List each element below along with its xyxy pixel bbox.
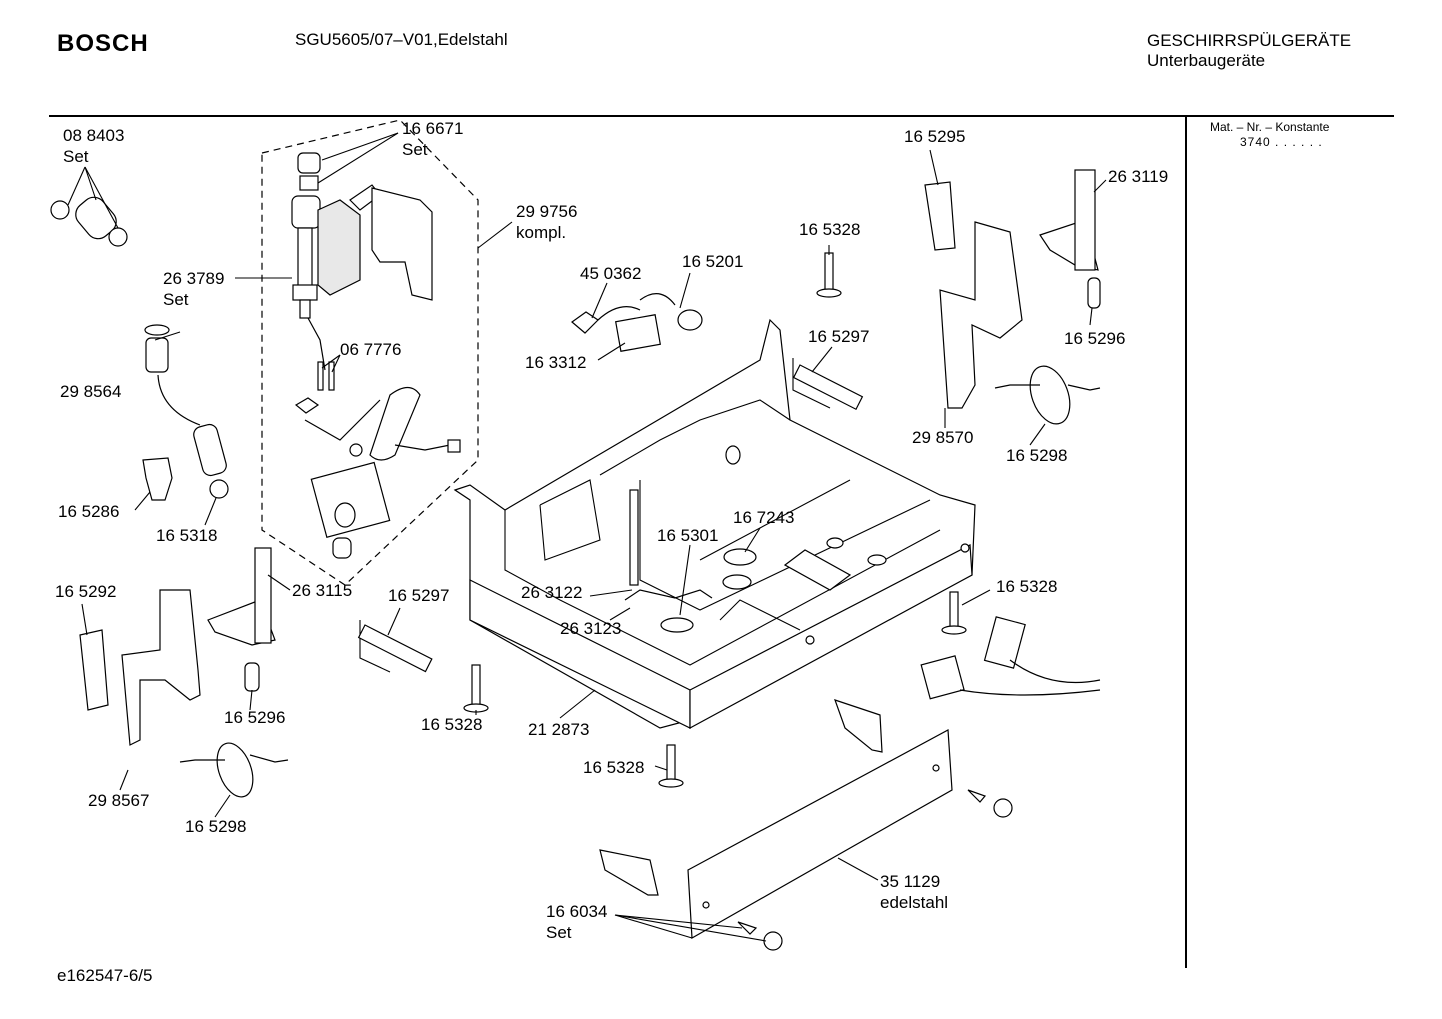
note-166034: Set xyxy=(546,923,572,942)
wire-harness-connectors xyxy=(920,616,1101,700)
label-166671: 16 6671 xyxy=(402,119,463,138)
sidebar-divider xyxy=(1185,116,1187,968)
model-title: SGU5605/07–V01,Edelstahl xyxy=(295,30,508,49)
label-165328-right: 16 5328 xyxy=(996,577,1057,596)
note-166671: Set xyxy=(402,140,428,159)
label-165328-left: 16 5328 xyxy=(421,715,482,734)
label-212873: 21 2873 xyxy=(528,720,589,739)
drawing-code: e162547-6/5 xyxy=(57,966,153,985)
label-165318: 16 5318 xyxy=(156,526,217,545)
note-263789: Set xyxy=(163,290,189,309)
label-167243: 16 7243 xyxy=(733,508,794,527)
note-299756: kompl. xyxy=(516,223,566,242)
base-tub xyxy=(453,318,976,730)
label-165292: 16 5292 xyxy=(55,582,116,601)
label-165297-right: 16 5297 xyxy=(808,327,869,346)
label-165295: 16 5295 xyxy=(904,127,965,146)
left-hinge-assembly xyxy=(79,547,289,798)
label-165201: 16 5201 xyxy=(682,252,743,271)
note-351129: edelstahl xyxy=(880,893,948,912)
label-450362: 45 0362 xyxy=(580,264,641,283)
label-165298-left: 16 5298 xyxy=(185,817,246,836)
label-165296-left: 16 5296 xyxy=(224,708,285,727)
label-263119: 26 3119 xyxy=(1108,167,1168,186)
label-165296-right: 16 5296 xyxy=(1064,329,1125,348)
label-067776: 06 7776 xyxy=(340,340,401,359)
front-panel xyxy=(599,699,1013,951)
label-165301: 16 5301 xyxy=(657,526,718,545)
label-263789: 26 3789 xyxy=(163,269,224,288)
label-351129: 35 1129 xyxy=(880,872,940,891)
note-088403: Set xyxy=(63,147,89,166)
hose-clamp-set xyxy=(50,196,128,247)
right-hinge-assembly xyxy=(924,169,1101,425)
label-263122: 26 3122 xyxy=(521,583,582,602)
label-263123: 26 3123 xyxy=(560,619,621,638)
label-165297-left: 16 5297 xyxy=(388,586,449,605)
label-298564: 29 8564 xyxy=(60,382,121,401)
label-298570: 29 8570 xyxy=(912,428,973,447)
label-165298-right: 16 5298 xyxy=(1006,446,1067,465)
label-165328-top: 16 5328 xyxy=(799,220,860,239)
screw-4 xyxy=(941,591,967,635)
label-088403: 08 8403 xyxy=(63,126,124,145)
part-labels: 08 8403 Set 16 6671 Set 29 9756 kompl. 2… xyxy=(55,119,1168,942)
spring-right xyxy=(792,358,864,411)
label-165328-bottom: 16 5328 xyxy=(583,758,644,777)
label-263115: 26 3115 xyxy=(292,581,352,600)
assembly-outline xyxy=(261,119,479,586)
spring-left xyxy=(357,620,433,673)
category-title: GESCHIRRSPÜLGERÄTE xyxy=(1147,31,1352,50)
material-number-value: 3740 . . . . . . xyxy=(1240,135,1323,149)
inlet-valve-assembly xyxy=(291,152,461,559)
brand-logo: BOSCH xyxy=(57,30,149,57)
label-163312: 16 3312 xyxy=(525,353,586,372)
drain-hose xyxy=(144,324,229,499)
label-298567: 29 8567 xyxy=(88,791,149,810)
leader-lines xyxy=(67,132,1107,942)
label-299756: 29 9756 xyxy=(516,202,577,221)
label-166034: 16 6034 xyxy=(546,902,607,921)
material-number-label: Mat. – Nr. – Konstante xyxy=(1210,120,1330,134)
label-165286: 16 5286 xyxy=(58,502,119,521)
screw-2 xyxy=(658,744,684,788)
category-subtitle: Unterbaugeräte xyxy=(1147,51,1266,70)
screw-3 xyxy=(816,252,842,298)
screw-1 xyxy=(463,664,489,713)
header-divider xyxy=(49,115,1394,117)
sensor-wiring xyxy=(571,293,703,352)
clip-part xyxy=(142,457,173,501)
